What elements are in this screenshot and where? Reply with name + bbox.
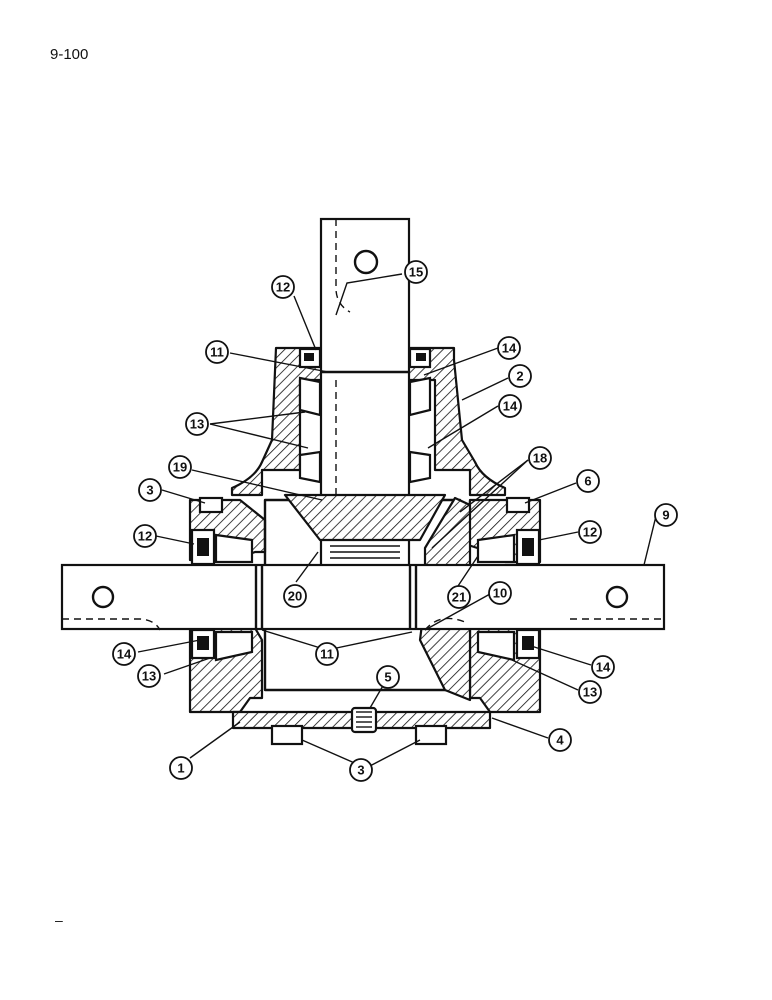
- callout-19: 19: [168, 455, 192, 479]
- svg-text:14: 14: [596, 660, 611, 675]
- svg-text:14: 14: [503, 399, 518, 414]
- svg-text:3: 3: [357, 763, 364, 778]
- svg-text:21: 21: [452, 590, 466, 605]
- callout-12-upper: 12: [271, 275, 295, 299]
- svg-text:19: 19: [173, 460, 187, 475]
- svg-text:2: 2: [516, 369, 523, 384]
- callout-13-upper: 13: [185, 412, 209, 436]
- svg-text:9: 9: [662, 508, 669, 523]
- vertical-shaft-bearings: [298, 376, 432, 484]
- callout-13-left: 13: [137, 664, 161, 688]
- callout-2: 2: [508, 364, 532, 388]
- upper-oil-seal: [298, 347, 432, 369]
- callout-10: 10: [488, 581, 512, 605]
- svg-text:11: 11: [320, 647, 334, 662]
- callout-14-left: 14: [112, 642, 136, 666]
- svg-text:15: 15: [409, 265, 423, 280]
- svg-text:13: 13: [142, 669, 156, 684]
- svg-text:13: 13: [583, 685, 597, 700]
- callout-12-right: 12: [578, 520, 602, 544]
- svg-text:18: 18: [533, 451, 547, 466]
- svg-text:12: 12: [138, 529, 152, 544]
- horizontal-output-shaft: [60, 563, 666, 631]
- callout-21: 21: [447, 585, 471, 609]
- callout-20: 20: [283, 584, 307, 608]
- svg-text:14: 14: [117, 647, 132, 662]
- callout-14-mid: 14: [498, 394, 522, 418]
- svg-text:12: 12: [276, 280, 290, 295]
- callout-4: 4: [548, 728, 572, 752]
- svg-text:4: 4: [556, 733, 564, 748]
- svg-text:14: 14: [502, 341, 517, 356]
- callout-14-upper: 14: [497, 336, 521, 360]
- svg-text:5: 5: [384, 670, 391, 685]
- callout-15: 15: [404, 260, 428, 284]
- callout-3-lower: 3: [349, 758, 373, 782]
- svg-text:3: 3: [146, 483, 153, 498]
- footer-mark: –: [55, 912, 63, 928]
- callout-12-left: 12: [133, 524, 157, 548]
- callout-18: 18: [528, 446, 552, 470]
- svg-text:1: 1: [177, 761, 184, 776]
- callout-14-right: 14: [591, 655, 615, 679]
- callout-11-lower: 11: [315, 642, 339, 666]
- svg-text:11: 11: [210, 345, 224, 360]
- callout-1: 1: [169, 756, 193, 780]
- callout-6: 6: [576, 469, 600, 493]
- svg-text:6: 6: [584, 474, 591, 489]
- svg-text:13: 13: [190, 417, 204, 432]
- callout-3-upper: 3: [138, 478, 162, 502]
- callout-11-upper: 11: [205, 340, 229, 364]
- callout-5: 5: [376, 665, 400, 689]
- callout-9: 9: [654, 503, 678, 527]
- side-seals-and-bearings: [190, 528, 541, 662]
- bevel-pinion-gear: [283, 493, 447, 542]
- svg-text:12: 12: [583, 525, 597, 540]
- svg-text:20: 20: [288, 589, 302, 604]
- page-number: 9-100: [50, 46, 89, 63]
- callout-13-right: 13: [578, 680, 602, 704]
- svg-text:10: 10: [493, 586, 507, 601]
